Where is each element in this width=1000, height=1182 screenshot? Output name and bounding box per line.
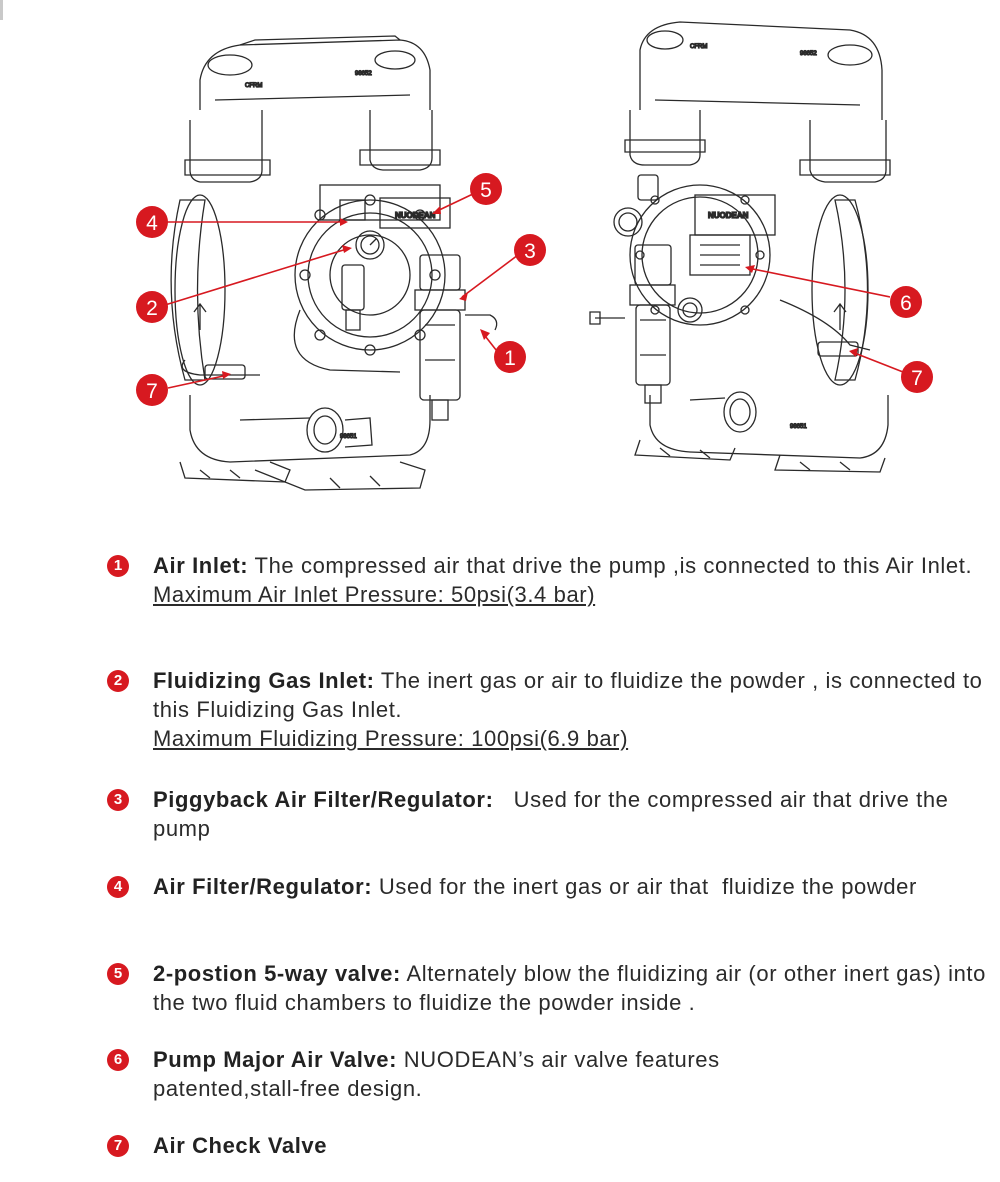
left-pump-drawing: NUODEAN	[170, 35, 498, 491]
leader-2	[164, 247, 351, 306]
legend-desc-1: The compressed air that drive the pump ,…	[248, 553, 973, 578]
legend-title-3: Piggyback Air Filter/Regulator:	[153, 787, 494, 812]
legend-text-5: 2-postion 5-way valve: Alternately blow …	[153, 959, 993, 1017]
callout-5: 5	[470, 173, 502, 205]
callout-1-label: 1	[504, 347, 516, 370]
legend-spec-2: Maximum Fluidizing Pressure: 100psi(6.9 …	[153, 726, 629, 751]
left-valve-brand-label: NUODEAN	[395, 211, 436, 220]
leader-7-right	[851, 351, 904, 373]
legend-text-6: Pump Major Air Valve: NUODEAN’s air valv…	[153, 1045, 853, 1103]
right-pump-marking-top-left: CFRM	[690, 44, 707, 50]
legend-spec-1: Maximum Air Inlet Pressure: 50psi(3.4 ba…	[153, 582, 596, 607]
callout-2-label: 2	[146, 297, 158, 320]
callout-3: 3	[514, 234, 546, 266]
pump-diagram-svg: NUODEAN	[136, 21, 933, 491]
callout-badges: 1 2 3 4 5 6 7	[136, 173, 933, 406]
right-pump-drawing: NUODEAN	[589, 21, 891, 473]
legend-badge-5: 5	[107, 963, 129, 985]
legend-title-4: Air Filter/Regulator:	[153, 874, 373, 899]
right-pump-marking-top-right: 98652	[800, 51, 817, 57]
leader-7-left	[167, 374, 229, 389]
leader-5	[434, 192, 476, 213]
callout-5-label: 5	[480, 179, 492, 202]
legend-badge-3: 3	[107, 789, 129, 811]
callout-6-label: 6	[900, 292, 912, 315]
callout-leaders	[164, 192, 904, 389]
callout-4: 4	[136, 206, 168, 238]
callout-7-left: 7	[136, 374, 168, 406]
callout-4-label: 4	[146, 212, 158, 235]
callout-arrowheads	[222, 206, 858, 379]
legend-desc-6: NUODEAN’s air valve features patented,st…	[153, 1047, 720, 1101]
legend-text-3: Piggyback Air Filter/Regulator: Used for…	[153, 785, 988, 843]
legend-badge-6: 6	[107, 1049, 129, 1071]
left-pump-marking-bottom: 98651	[340, 434, 357, 440]
leader-3	[461, 254, 519, 298]
callout-1: 1	[494, 341, 526, 373]
legend-desc-4: Used for the inert gas or air that fluid…	[372, 874, 917, 899]
legend-desc-2: The inert gas or air to fluidize the pow…	[153, 668, 983, 722]
left-pump-marking-top-left: CFRM	[245, 83, 262, 89]
legend-title-7: Air Check Valve	[153, 1133, 328, 1158]
legend-badge-1: 1	[107, 555, 129, 577]
leader-6	[747, 267, 891, 298]
legend-text-2: Fluidizing Gas Inlet: The inert gas or a…	[153, 666, 988, 753]
page-edge-mark	[0, 0, 3, 20]
legend-badge-2: 2	[107, 670, 129, 692]
legend-desc-3: Used for the compressed air that drive t…	[153, 787, 956, 841]
legend-title-6: Pump Major Air Valve:	[153, 1047, 398, 1072]
legend-text-4: Air Filter/Regulator: Used for the inert…	[153, 872, 988, 901]
callout-7-right: 7	[901, 361, 933, 393]
left-pump-marking-top-right: 98652	[355, 71, 372, 77]
legend-badge-4: 4	[107, 876, 129, 898]
legend-desc-5: Alternately blow the fluidizing air (or …	[153, 961, 986, 1015]
legend-title-1: Air Inlet:	[153, 553, 249, 578]
legend-title-2: Fluidizing Gas Inlet:	[153, 668, 375, 693]
right-valve-brand-label: NUODEAN	[708, 211, 749, 220]
callout-7-left-label: 7	[146, 380, 158, 403]
callout-2: 2	[136, 291, 168, 323]
legend-text-1: Air Inlet: The compressed air that drive…	[153, 551, 988, 609]
right-pump-marking-bottom: 98651	[790, 424, 807, 430]
legend-text-7: Air Check Valve	[153, 1131, 988, 1160]
callout-6: 6	[890, 286, 922, 318]
legend-title-5: 2-postion 5-way valve:	[153, 961, 401, 986]
legend-badge-7: 7	[107, 1135, 129, 1157]
callout-3-label: 3	[524, 240, 536, 263]
callout-7-right-label: 7	[911, 367, 923, 390]
pump-diagram: NUODEAN	[0, 0, 1000, 520]
